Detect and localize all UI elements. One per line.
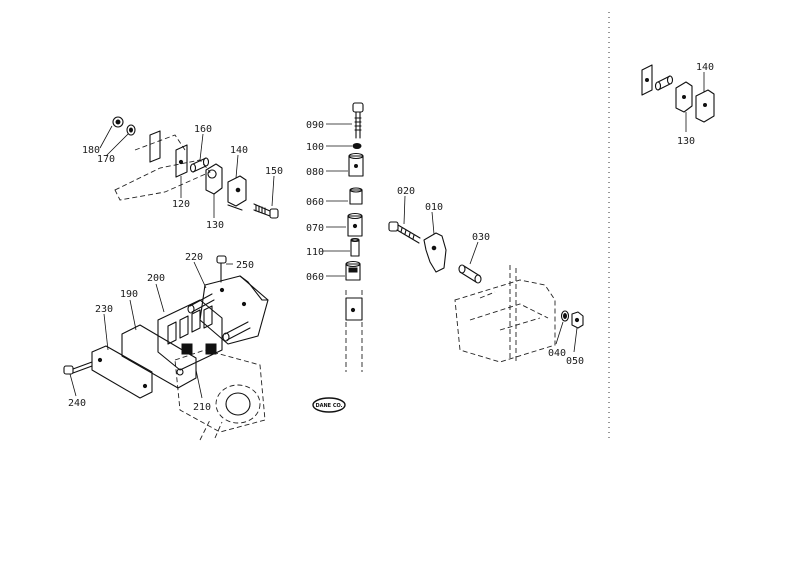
- part-010-arm: [423, 232, 447, 273]
- part-140-clamp: [227, 175, 247, 211]
- part-220-bracket: [199, 275, 269, 345]
- inset-callout-130: 130: [677, 136, 695, 147]
- callout-130: 130: [206, 220, 224, 231]
- callout-180: 180: [82, 145, 100, 156]
- callout-090: 090: [306, 120, 324, 131]
- part-170-washer: [126, 124, 136, 136]
- right-assembly: [388, 195, 584, 363]
- part-160-pin: [189, 157, 210, 173]
- part-120-plate: [175, 144, 188, 178]
- callout-040: 040: [548, 348, 566, 359]
- inset-part-140-clamp: [695, 89, 715, 123]
- part-240-bolt: [63, 361, 93, 375]
- callout-010: 010: [425, 202, 443, 213]
- part-070-block: [347, 212, 363, 237]
- part-030-pin: [458, 264, 482, 284]
- part-080-bushing: [348, 152, 364, 177]
- part-180-nut: [112, 116, 124, 128]
- callout-210: 210: [193, 402, 211, 413]
- callout-020: 020: [397, 186, 415, 197]
- center-stack-assembly: DANE CO.: [312, 102, 364, 413]
- part-090-bolt: [352, 102, 364, 139]
- manufacturer-stamp: DANE CO.: [312, 397, 346, 413]
- callout-110: 110: [306, 247, 324, 258]
- part-110-pin: [350, 237, 360, 257]
- callout-080: 080: [306, 167, 324, 178]
- part-130-clamp: [205, 163, 223, 195]
- lower-left-assembly: [63, 255, 269, 441]
- part-040-washer: [560, 310, 570, 322]
- callout-030: 030: [472, 232, 490, 243]
- part-190-plate: [121, 324, 197, 389]
- callout-060-upper: 060: [306, 197, 324, 208]
- stamp-text: DANE CO.: [315, 403, 342, 409]
- part-250-bolt: [216, 255, 227, 283]
- callout-160: 160: [194, 124, 212, 135]
- part-050-nut: [571, 311, 584, 329]
- part-060-collar-lower: [345, 260, 361, 281]
- callout-100: 100: [306, 142, 324, 153]
- part-150-bolt: [253, 203, 279, 219]
- inset-assembly: [641, 64, 715, 132]
- callout-140: 140: [230, 145, 248, 156]
- callout-240: 240: [68, 398, 86, 409]
- callout-050: 050: [566, 356, 584, 367]
- part-200-block: [157, 299, 223, 371]
- part-060-collar-upper: [349, 187, 363, 205]
- part-230-plate: [91, 345, 153, 399]
- inset-callout-140: 140: [696, 62, 714, 73]
- left-upper-assembly: [99, 116, 279, 219]
- part-100-washer: [352, 143, 362, 149]
- callout-220: 220: [185, 252, 203, 263]
- callout-250: 250: [236, 260, 254, 271]
- callout-labels: 180 170 160 140 150 120 130 220 250 200 …: [68, 62, 714, 413]
- callout-230: 230: [95, 304, 113, 315]
- callout-060-lower: 060: [306, 272, 324, 283]
- callout-170: 170: [97, 154, 115, 165]
- callout-150: 150: [265, 166, 283, 177]
- callout-120: 120: [172, 199, 190, 210]
- callout-070: 070: [306, 223, 324, 234]
- inset-part-130-clamp: [675, 81, 693, 113]
- callout-200: 200: [147, 273, 165, 284]
- callout-190: 190: [120, 289, 138, 300]
- part-020-bolt: [388, 221, 421, 244]
